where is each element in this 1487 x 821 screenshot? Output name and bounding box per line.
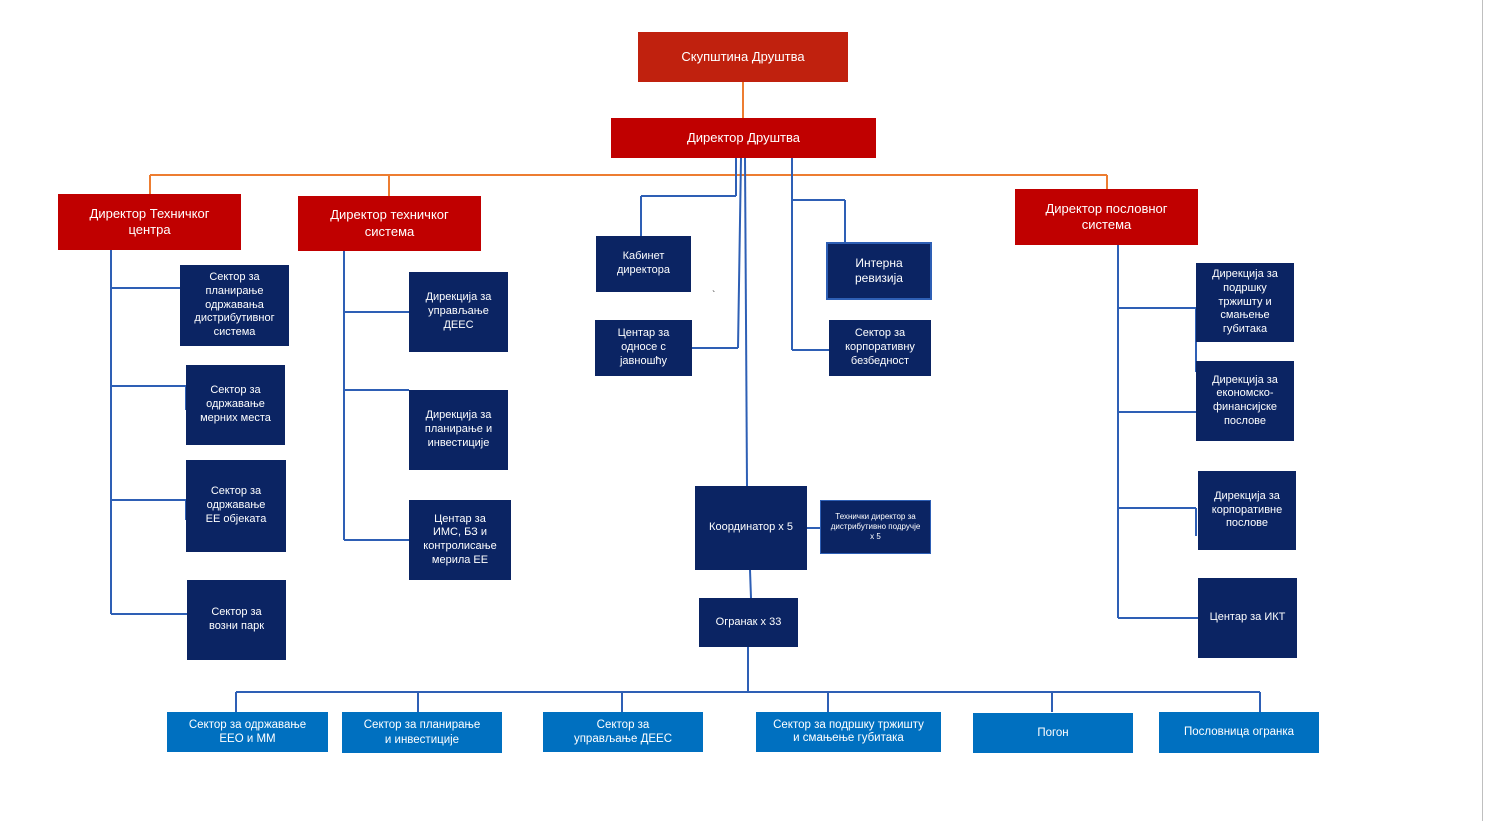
tc-unit-metering-points: Сектор за одржавање мерних места bbox=[186, 365, 285, 445]
branch-unit-office: Пословница огранка bbox=[1159, 712, 1319, 753]
ts-unit-planning-investment: Дирекција за планирање и инвестиције bbox=[409, 390, 508, 470]
director-cabinet-box: Кабинет директора bbox=[596, 236, 691, 292]
bs-unit-market-support: Дирекција за подршку тржишту и смањење г… bbox=[1196, 263, 1294, 342]
business-system-director-box: Директор пословног система bbox=[1015, 189, 1198, 245]
tc-unit-vehicle-fleet: Сектор за возни парк bbox=[187, 580, 286, 660]
tc-unit-planning-maintenance: Сектор за планирање одржавања дистрибути… bbox=[180, 265, 289, 346]
bs-unit-ict-centre: Центар за ИКТ bbox=[1198, 578, 1297, 658]
internal-audit-box: Интерна ревизија bbox=[826, 242, 932, 300]
technical-system-director-box: Директор техничког система bbox=[298, 196, 481, 251]
technical-director-area-box: Технички директор за дистрибутивно подру… bbox=[820, 500, 931, 554]
tc-unit-ee-facilities: Сектор за одржавање ЕЕ објеката bbox=[186, 460, 286, 552]
page-edge bbox=[1482, 0, 1483, 821]
bs-unit-corporate-affairs: Дирекција за корпоративне послове bbox=[1198, 471, 1296, 550]
branch-box: Огранак х 33 bbox=[699, 598, 798, 647]
branch-unit-maintenance: Сектор за одржавање ЕЕО и ММ bbox=[167, 712, 328, 752]
ts-unit-ims-centre: Центар за ИМС, БЗ и контролисање мерила … bbox=[409, 500, 511, 580]
assembly-box: Скупштина Друштва bbox=[638, 32, 848, 82]
branch-unit-plant: Погон bbox=[973, 713, 1133, 753]
corporate-security-box: Сектор за корпоративну безбедност bbox=[829, 320, 931, 376]
stray-mark: ` bbox=[712, 290, 716, 301]
branch-unit-dees: Сектор за управљање ДЕЕС bbox=[543, 712, 703, 752]
bs-unit-economic-financial: Дирекција за економско-финансијске посло… bbox=[1196, 361, 1294, 441]
coordinator-box: Координатор х 5 bbox=[695, 486, 807, 570]
technical-centre-director-box: Директор Техничког центра bbox=[58, 194, 241, 250]
public-relations-box: Центар за односе с јавношћу bbox=[595, 320, 692, 376]
general-director-box: Директор Друштва bbox=[611, 118, 876, 158]
ts-unit-dees-management: Дирекција за управљање ДЕЕС bbox=[409, 272, 508, 352]
branch-unit-planning: Сектор за планирање и инвестиције bbox=[342, 712, 502, 753]
branch-unit-market-support: Сектор за подршку тржишту и смањење губи… bbox=[756, 712, 941, 752]
